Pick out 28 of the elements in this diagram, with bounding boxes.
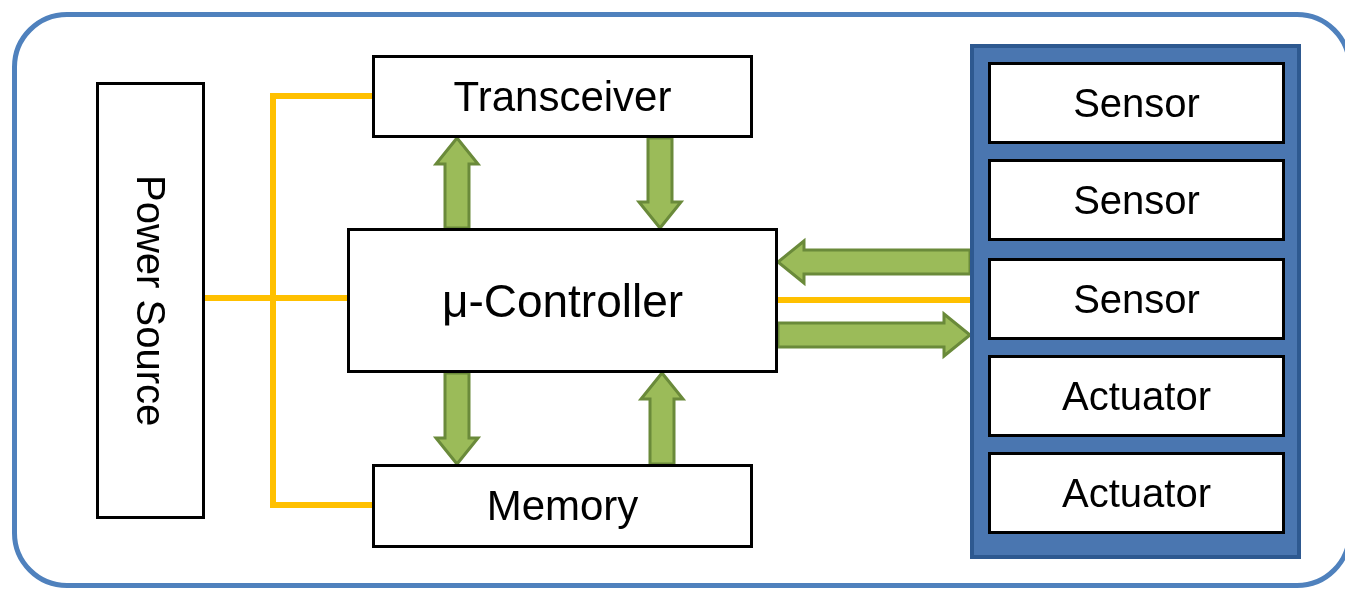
box-label: μ-Controller <box>441 273 684 328</box>
box-label: Sensor <box>1073 177 1200 223</box>
block-arrow <box>432 135 482 230</box>
box-label: Actuator <box>1062 470 1211 516</box>
component-box <box>96 82 205 519</box>
connector-line <box>205 295 372 508</box>
box-label: Sensor <box>1073 276 1200 322</box>
block-arrow <box>637 370 687 466</box>
box-label: Memory <box>486 482 639 530</box>
module-panel <box>970 44 1301 559</box>
component-box <box>988 355 1285 437</box>
component-box <box>988 452 1285 534</box>
box-label: Sensor <box>1073 80 1200 126</box>
device-frame <box>12 12 1345 588</box>
block-arrow <box>432 371 482 467</box>
block-arrow <box>635 136 685 231</box>
box-label: Actuator <box>1062 373 1211 419</box>
component-box <box>372 55 753 138</box>
component-box <box>988 159 1285 241</box>
box-label: Power Source <box>128 174 173 427</box>
component-box <box>372 464 753 548</box>
block-arrow <box>776 310 973 360</box>
component-box <box>988 62 1285 144</box>
component-box <box>347 228 778 373</box>
connector-line <box>778 297 970 303</box>
block-arrow <box>775 237 972 287</box>
component-box <box>988 258 1285 340</box>
box-label: Transceiver <box>453 72 672 121</box>
